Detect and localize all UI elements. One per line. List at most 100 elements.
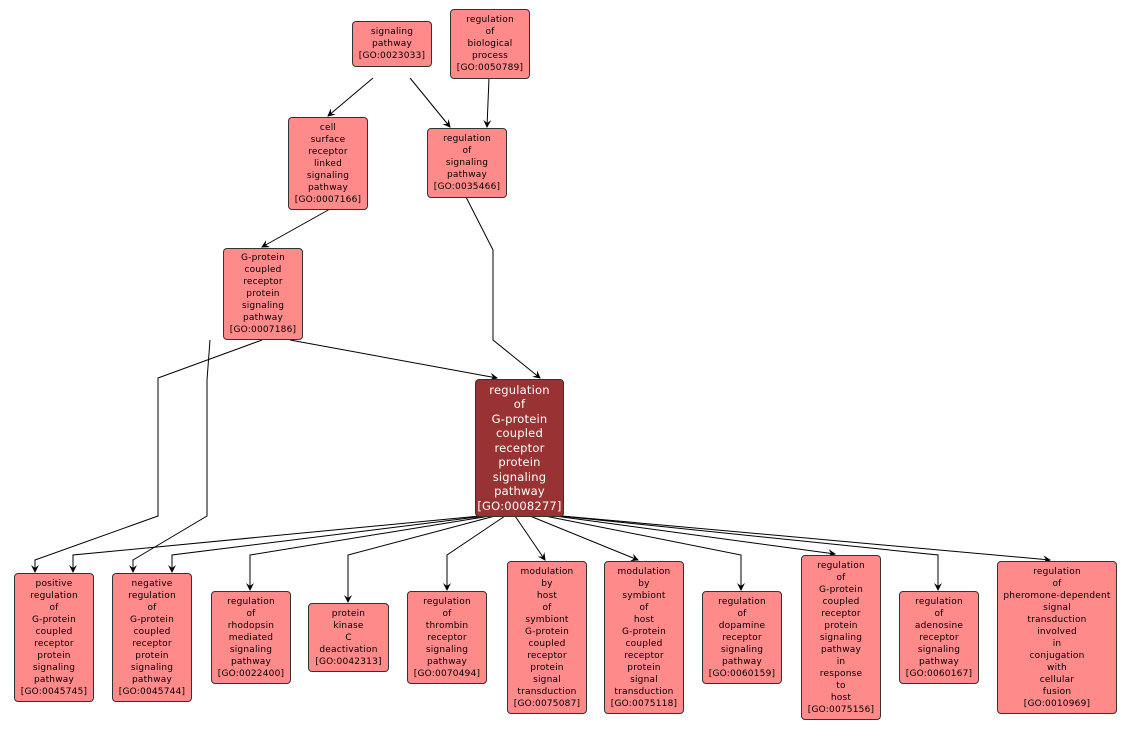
node-label-line: regulation [128, 590, 176, 601]
node-label-line: receptor [132, 638, 172, 649]
node-label-line: thrombin [425, 620, 469, 631]
node-label-line: G-protein [129, 614, 174, 625]
node-label-line: of [246, 608, 256, 619]
node-label-line: regulation [443, 134, 491, 144]
node-label-line: dopamine [718, 620, 766, 631]
node-label-line: protein [331, 608, 366, 619]
edge [261, 208, 331, 248]
node-label-line: pheromone-dependent [1003, 590, 1111, 601]
node-label-line: pathway [494, 484, 545, 499]
node-label-line: cellular [1039, 674, 1075, 685]
node-label-line: pathway [131, 674, 173, 685]
node-label-line: regulation [817, 560, 865, 571]
node-label-line: receptor [308, 146, 348, 157]
node-label-line: pathway [820, 644, 862, 655]
node-label-line: signaling [370, 27, 414, 37]
node-label-line: conjugation [1029, 650, 1085, 661]
node-label-line: regulation [1033, 566, 1081, 577]
node-go-id: [GO:0022400] [217, 668, 285, 679]
node-label-line: signaling [917, 644, 961, 655]
edge [327, 77, 374, 117]
node-label-line: receptor [527, 650, 567, 661]
node-label-line: signaling [819, 632, 863, 643]
node-go-id: [GO:0007186] [229, 325, 297, 335]
edge [344, 515, 496, 603]
node-go-id: [GO:0075087] [513, 698, 581, 709]
node-go-id: [GO:0075118] [610, 698, 678, 709]
node-label-line: of [485, 27, 495, 37]
node-label-line: pathway [918, 656, 960, 667]
node-label-line: of [836, 572, 846, 583]
node-label-line: of [462, 146, 472, 156]
node-label-line: protein [37, 650, 71, 661]
node-label-line: transduction [1027, 614, 1087, 625]
node-label-line: negative [131, 578, 173, 589]
node-label-line: G-protein [524, 626, 569, 637]
edge [529, 515, 639, 562]
node-label-line: receptor [624, 650, 664, 661]
edge [246, 515, 491, 591]
edge [168, 515, 486, 573]
node-label-line: mediated [228, 632, 274, 643]
edge [561, 515, 1051, 564]
edge [443, 515, 506, 591]
node-go-id: [GO:0007166] [294, 194, 362, 205]
node-label-line: receptor [494, 440, 545, 455]
node-label-line: signaling [241, 301, 285, 311]
node-label-line: receptor [919, 632, 959, 643]
edge [289, 339, 498, 381]
node-label-line: signaling [130, 662, 174, 673]
node-label-line: adenosine [914, 620, 964, 631]
node-label-line: deactivation [319, 644, 378, 655]
node-label-line: G-protein [818, 584, 863, 595]
node-label-line: by [541, 578, 553, 589]
node-label-line: host [633, 614, 655, 625]
node-go-id: [GO:0060159] [708, 668, 776, 679]
node-label-line: transduction [614, 686, 674, 697]
node-label-line: receptor [722, 632, 762, 643]
node-label-line: protein [498, 455, 541, 470]
node-label-line: signaling [306, 170, 350, 181]
node-label-line: signal [630, 674, 658, 685]
node-label-line: involved [1037, 626, 1077, 637]
edge [409, 77, 451, 128]
node-go-id: [GO:0035466] [433, 182, 501, 192]
node-label-line: C [345, 632, 352, 643]
node-label-line: signaling [445, 158, 489, 168]
node-go-id: [GO:0042313] [315, 656, 382, 667]
node-label-line: of [147, 602, 157, 613]
node-label-line: modulation [520, 566, 574, 577]
node-label-line: symbiont [622, 590, 666, 601]
node-label-line: regulation [30, 590, 78, 601]
edge [554, 515, 836, 558]
edge [544, 515, 745, 591]
node-label-line: regulation [915, 596, 963, 607]
node-label-line: receptor [821, 608, 861, 619]
node-label-line: protein [530, 662, 564, 673]
node-label-line: linked [313, 158, 343, 169]
node-label-line: cell [319, 122, 337, 133]
node-label-line: of [1052, 578, 1062, 589]
node-label-line: regulation [423, 596, 471, 607]
node-label-line: symbiont [525, 614, 569, 625]
node-label-line: of [737, 608, 747, 619]
node-label-line: pathway [371, 39, 413, 49]
